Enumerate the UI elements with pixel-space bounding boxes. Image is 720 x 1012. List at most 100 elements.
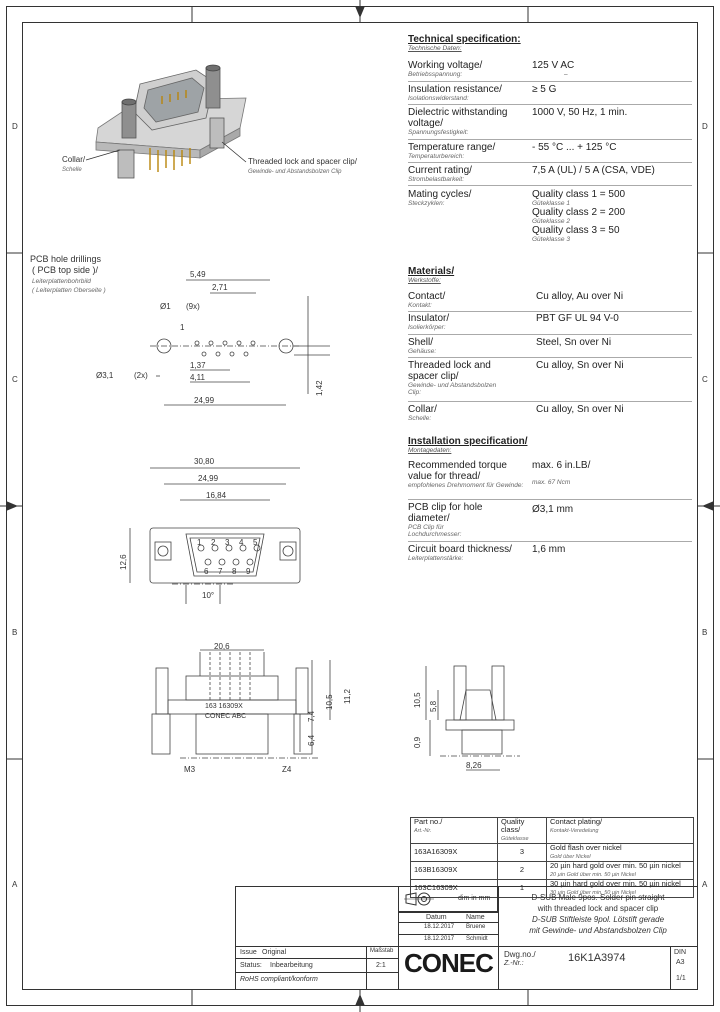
dim-105b: 10,5: [413, 692, 422, 708]
cell-plating: 30 µin hard gold over min. 50 µin nickel…: [546, 879, 694, 898]
pin-label: 2: [211, 538, 216, 547]
spec-value-sub: Güteklasse 3: [532, 236, 570, 243]
desc-line-4: mit Gewinde- und Abstandsbolzen Clip: [529, 926, 667, 935]
inst-thickness-value: 1,6 mm: [532, 544, 566, 555]
mat-sub: Gehäuse:: [408, 348, 437, 355]
spec-label: Insulation resistance/: [408, 84, 502, 95]
desc-line-2: with threaded lock and spacer clip: [537, 904, 659, 913]
spec-value: Quality class 2 = 200: [532, 207, 626, 218]
inst-sub: Leiterplattenstärke:: [408, 555, 464, 562]
spec-label: Temperature range/: [408, 142, 496, 153]
table-header-row: Part no./Art.-Nr. Quality class/Güteklas…: [410, 817, 694, 844]
cell-qc: 3: [497, 843, 547, 862]
mat-contact: Contact/Kontakt:: [408, 291, 445, 309]
grid-right-c: C: [702, 375, 708, 384]
plating-text: 30 µin hard gold over min. 50 µin nickel: [550, 879, 681, 888]
divider: [408, 81, 692, 82]
header-sub: Kontakt-Veredelung: [550, 828, 599, 834]
dim-137: 1,37: [190, 361, 206, 370]
dim-64: 6,4: [307, 734, 316, 746]
tb-vline: [498, 886, 499, 990]
end-view-drawing: [425, 665, 520, 771]
materials-title: Materials/: [408, 266, 455, 277]
tb-line: [398, 922, 498, 923]
dim-1684: 16,84: [206, 491, 227, 500]
dim-826: 8,26: [466, 761, 482, 770]
desc-line-1: D-SUB Male 9pos. Solder pin straight: [531, 893, 665, 902]
pcb-sub2: ( Leiterplatten Oberseite ): [32, 287, 106, 294]
tb-scale: 2:1: [376, 962, 386, 969]
plating-sub: 20 µin Gold über min. 50 µin Nickel: [550, 872, 636, 878]
inst-sub: PCB Clip für Lochdurchmesser:: [408, 524, 462, 538]
mat-sub: Schelle:: [408, 415, 432, 422]
header-part-no: Part no./Art.-Nr.: [410, 817, 498, 844]
mat-collar-value: Cu alloy, Sn over Ni: [536, 404, 624, 415]
cell-part: 163B16309X: [410, 861, 498, 880]
tb-din-label: DIN: [674, 949, 687, 956]
tb-line: [235, 958, 398, 959]
cell-plating: 20 µin hard gold over min. 50 µin nickel…: [546, 861, 694, 880]
inst-thickness: Circuit board thickness/Leiterplattenstä…: [408, 544, 512, 562]
header-plating: Contact plating/Kontakt-Veredelung: [546, 817, 694, 844]
mat-shell: Shell/Gehäuse:: [408, 337, 436, 355]
title-description: D-SUB Male 9pos. Solder pin straight wit…: [500, 892, 696, 936]
spec-value: 125 V AC: [532, 60, 575, 71]
spec-label: Dielectric withstanding voltage/: [408, 107, 508, 129]
tb-name1: Bruene: [466, 924, 486, 930]
spec-current-value: 7,5 A (UL) / 5 A (CSA, VDE): [532, 165, 655, 176]
inst-sub: empfohlenes Drehmoment für Gewinde:: [408, 482, 524, 489]
spec-value-sub: Güteklasse 2: [532, 218, 570, 225]
spec-dielectric: Dielectric withstanding voltage/Spannung…: [408, 107, 528, 136]
tb-dwg-label: Dwg.no./: [504, 950, 536, 959]
mat-label: Collar/: [408, 404, 437, 415]
dim-206: 20,6: [214, 642, 230, 651]
materials-subtitle: Werkstoffe:: [408, 277, 441, 284]
plating-sub: 30 µin Gold über min. 50 µin Nickel: [550, 890, 636, 896]
part-label-on-drawing: 163 16309X: [205, 703, 243, 710]
spec-value: Quality class 1 = 500: [532, 189, 626, 200]
dim-112: 11,2: [343, 688, 352, 704]
spec-working-voltage-value: 125 V AC–: [532, 60, 574, 78]
dim-9x: (9x): [186, 302, 200, 311]
front-view-drawing: [129, 467, 301, 604]
spec-temperature-value: - 55 °C ... + 125 °C: [532, 142, 617, 153]
dim-308: 30,80: [194, 457, 215, 466]
tb-rohs: RoHS compliant/konform: [240, 976, 318, 983]
inst-value: max. 6 in.LB/: [532, 460, 591, 471]
spec-sub: Strombelastbarkeit:: [408, 176, 464, 183]
plating-text: 20 µin hard gold over min. 50 µin nickel: [550, 861, 681, 870]
spec-label: Current rating/: [408, 165, 472, 176]
inst-torque: Recommended torque value for thread/empf…: [408, 460, 526, 489]
tb-name-label: Name: [466, 914, 485, 921]
mat-insulator: Insulator/Isolierkörper:: [408, 313, 449, 331]
mat-threaded: Threaded lock and spacer clip/Gewinde- u…: [408, 360, 508, 396]
spec-current: Current rating/Strombelastbarkeit:: [408, 165, 472, 183]
label-m3: M3: [184, 765, 196, 774]
install-subtitle: Montagedaten:: [408, 447, 452, 454]
divider: [408, 104, 692, 105]
cell-part: 163A16309X: [410, 843, 498, 862]
inst-pcb-clip: PCB clip for hole diameter/PCB Clip für …: [408, 502, 498, 538]
dim-549: 5,49: [190, 270, 206, 279]
tech-spec-title: Technical specification:: [408, 34, 521, 45]
header-sub: Art.-Nr.: [414, 828, 432, 834]
cell-part: 163C16309X: [410, 879, 498, 898]
spec-label: Mating cycles/: [408, 189, 472, 200]
spec-dielectric-value: 1000 V, 50 Hz, 1 min.: [532, 107, 628, 118]
pcb-sub: Leiterplattenbohrbild: [32, 278, 91, 285]
pin-label: 7: [218, 567, 223, 576]
tb-original: Original: [262, 949, 287, 956]
mat-sub: Gewinde- und Abstandsbolzen Clip:: [408, 382, 497, 396]
spec-insulation: Insulation resistance/Isolationswidersta…: [408, 84, 502, 102]
projection-icon: [404, 892, 434, 906]
inst-label: PCB clip for hole diameter/: [408, 502, 483, 524]
spec-value-sub: Güteklasse 1: [532, 200, 570, 207]
pcb-title2: ( PCB top side )/: [32, 265, 99, 275]
pin1-marker: 1: [180, 323, 185, 332]
side-view-drawing: [151, 649, 331, 759]
dim-in-mm: dim in mm: [458, 895, 491, 902]
inst-label: Recommended torque value for thread/: [408, 460, 507, 482]
